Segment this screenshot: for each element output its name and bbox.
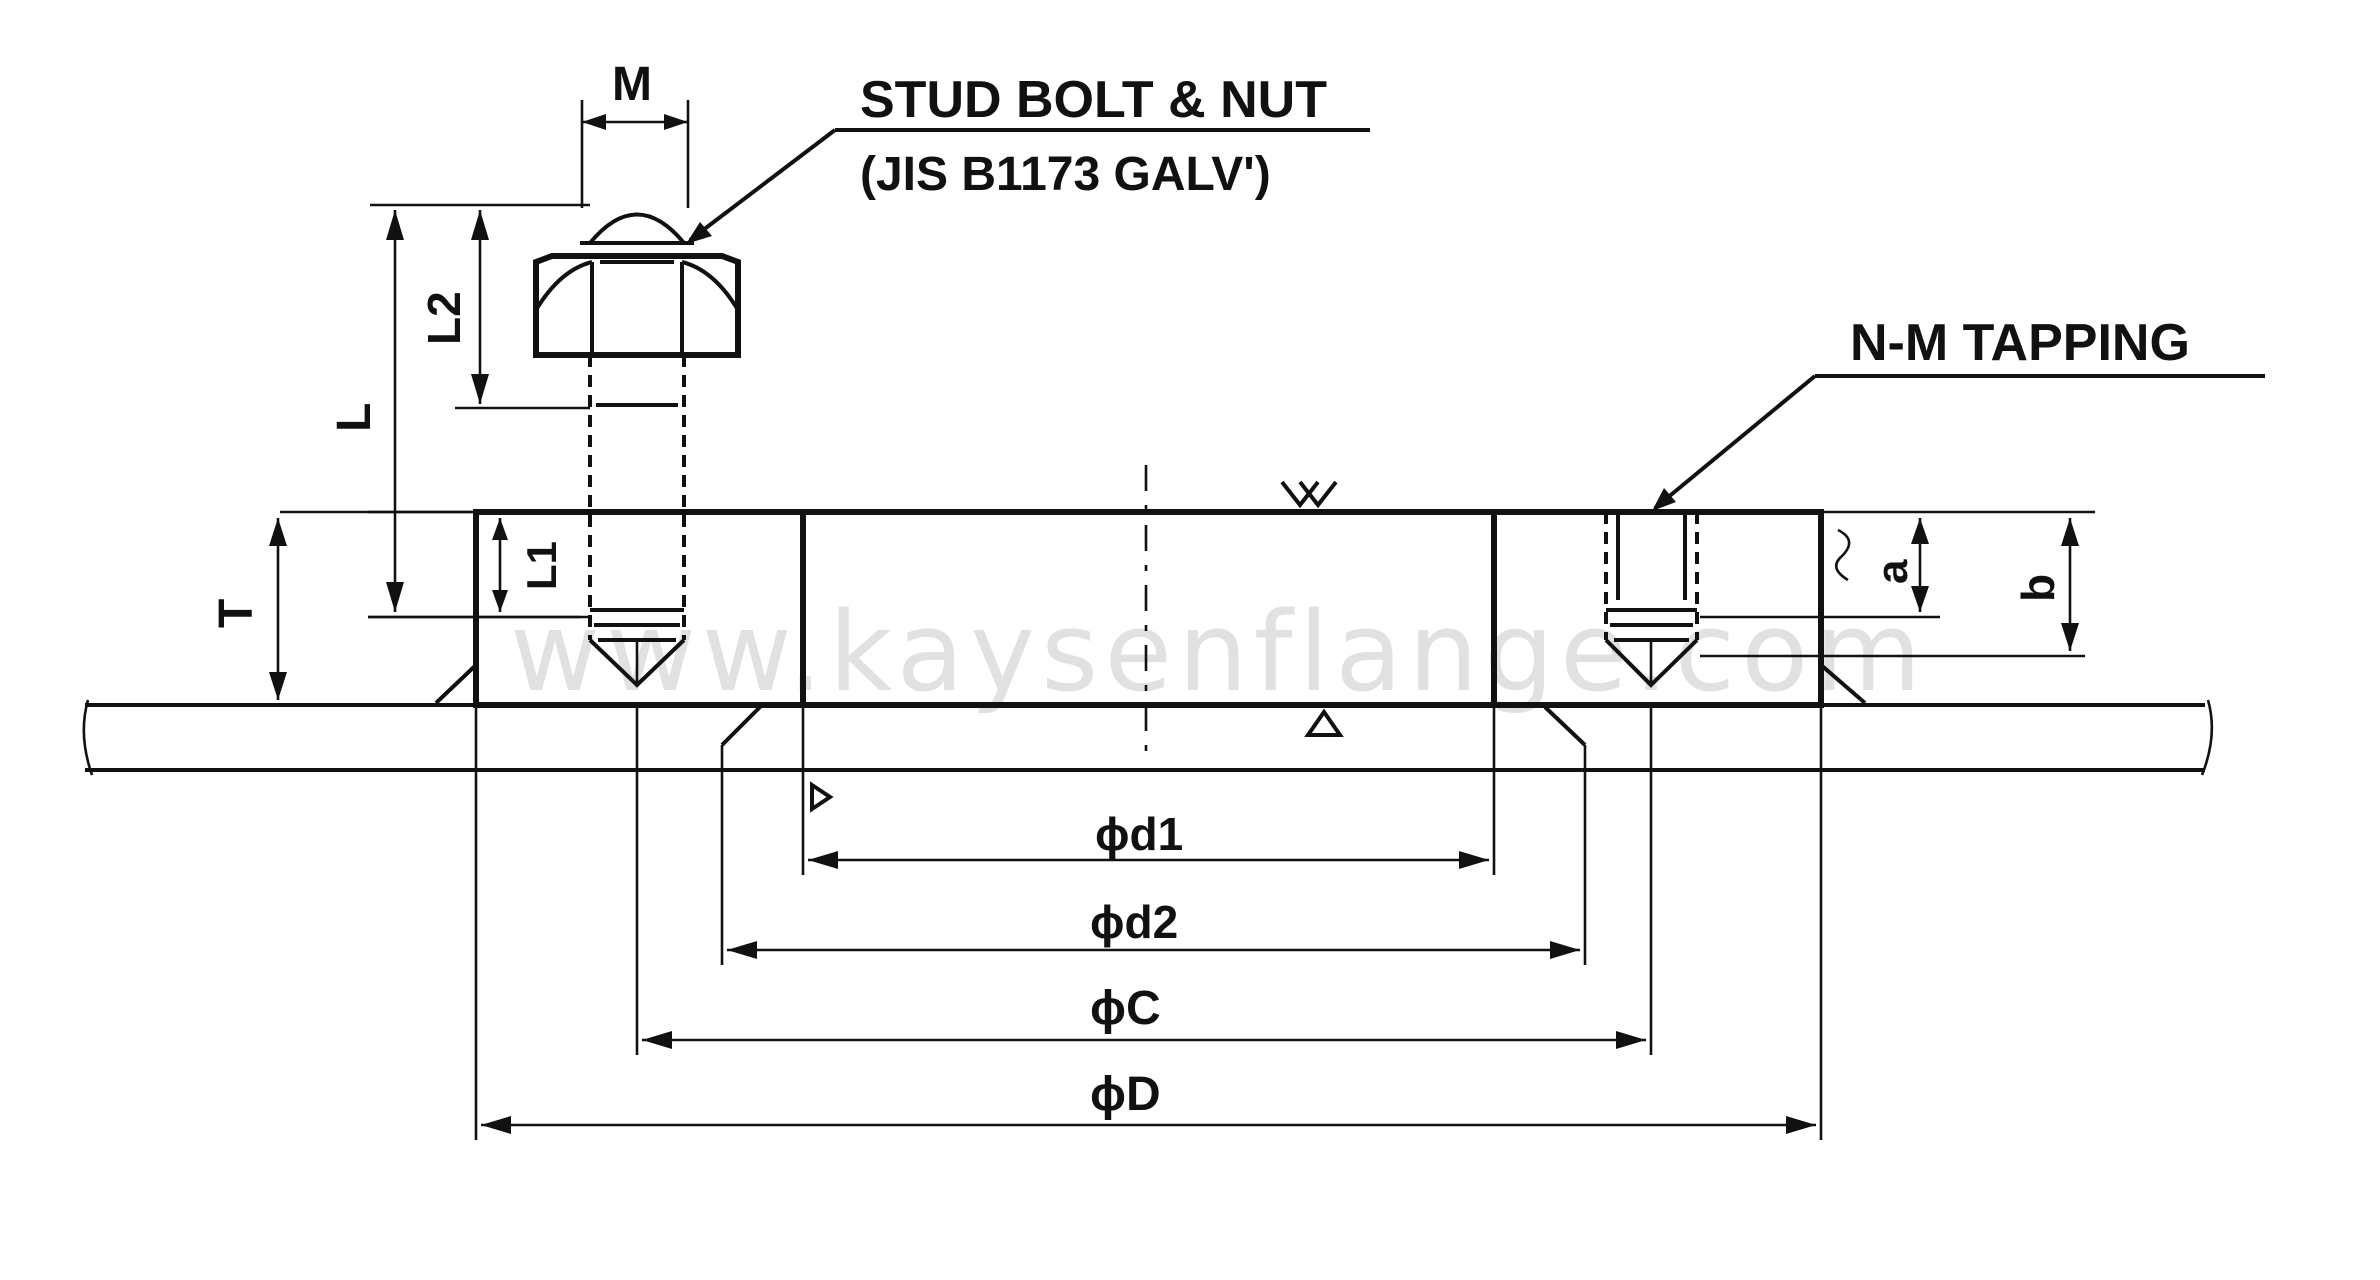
dim-d1-label: ϕd1 (1095, 808, 1183, 860)
dim-l1-label: L1 (518, 541, 565, 590)
dim-b-label: b (2012, 574, 2064, 602)
dimension-l: L (328, 203, 590, 619)
dimension-l2: L2 (418, 210, 590, 410)
dimension-t: T (210, 510, 476, 707)
stud-bolt-nut (533, 212, 741, 1055)
dim-d-label: ϕD (1090, 1068, 1161, 1121)
stud-bolt-standard-label: (JIS B1173 GALV') (860, 148, 1271, 201)
dimension-a: a (1834, 518, 1929, 612)
dim-d2-label: ϕd2 (1090, 896, 1178, 948)
dimension-d2: ϕd2 (720, 745, 1587, 965)
dimension-d1: ϕd1 (801, 705, 1496, 875)
tapped-hole (1604, 512, 1699, 1055)
dim-l-label: L (328, 403, 381, 432)
tapping-label: N-M TAPPING (1850, 314, 2190, 372)
dim-l2-label: L2 (418, 291, 470, 345)
dim-c-label: ϕC (1090, 982, 1161, 1035)
stud-bolt-label: STUD BOLT & NUT (860, 71, 1327, 129)
dim-a-label: a (1868, 559, 1917, 584)
leader-tapping: N-M TAPPING (1652, 314, 2265, 511)
dimension-l1: L1 (492, 518, 565, 612)
dimension-b: b (2012, 518, 2079, 651)
dimension-d: ϕD (474, 705, 1823, 1140)
dim-m-label: M (612, 58, 652, 111)
watermark: www.kaysenflange.com (510, 588, 1928, 716)
dim-t-label: T (210, 599, 263, 628)
dimension-m: M (580, 58, 690, 208)
dimension-c: ϕC (642, 982, 1646, 1049)
leader-stud-bolt: STUD BOLT & NUT (JIS B1173 GALV') (686, 71, 1370, 244)
